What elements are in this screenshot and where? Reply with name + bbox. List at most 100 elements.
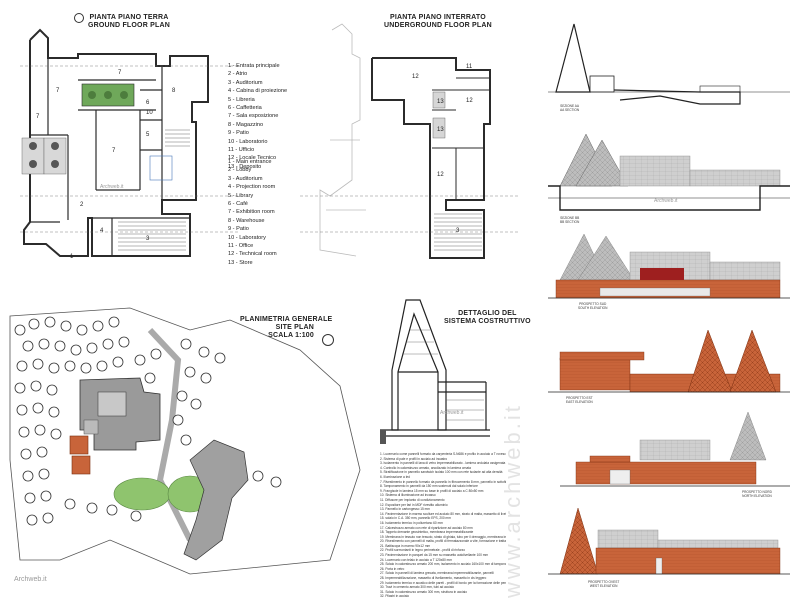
- ground-floor-title-en: GROUND FLOOR PLAN: [88, 22, 170, 29]
- legend-it-10: 10 - Laboratorio: [228, 138, 268, 145]
- legend-it-7: 7 - Sala esposizione: [228, 113, 279, 120]
- legend-en-9: 9 - Patio: [228, 226, 249, 233]
- note-16: 16. Isolamento termico in poliuretano 60…: [380, 520, 443, 525]
- section-bb: [548, 133, 790, 211]
- gf-room-7d: 7: [36, 114, 40, 120]
- legend-it-3: 3 - Auditorium: [228, 79, 263, 86]
- legend-it-8: 8 - Magazzino: [228, 121, 264, 128]
- ground-floor-plan: 7 7 7 8 6 5 10 7 2 4 3 1: [20, 28, 240, 260]
- note-1: 1. Lucernario come pannelli formato da c…: [380, 452, 506, 456]
- legend-en-6: 6 - Café: [228, 200, 248, 207]
- east-elevation: [548, 329, 790, 393]
- gf-room-7a: 7: [56, 88, 60, 94]
- south-elevation: [548, 233, 790, 299]
- detail-title-2: SISTEMA COSTRUTTIVO: [444, 318, 531, 325]
- site-plan-title-1: PLANIMETRIA GENERALE: [240, 316, 333, 323]
- gf-room-10: 10: [146, 110, 153, 116]
- ug-room-12c: 12: [437, 172, 444, 178]
- west-elevation: [548, 507, 790, 575]
- note-5: 5. Stratificazione in pannello sandwich …: [380, 470, 503, 475]
- note-9: 9. Frangisole in lamiera 15 mm su base i…: [380, 488, 484, 493]
- note-26: 26. Porta in vetro: [380, 566, 405, 571]
- note-8: 8. Tamponamento in pannelli da 150 mm so…: [380, 484, 478, 489]
- legend-en-4: 4 - Projection room: [228, 184, 276, 191]
- site-plan-title-2: SITE PLAN: [275, 324, 314, 331]
- note-25: 25. Solaio in calcestruzzo armato 200 mm…: [380, 562, 506, 567]
- legend-en-7: 7 - Exhibition room: [228, 209, 275, 216]
- note-12: 12. Espositore per fari in MDF rivestito…: [380, 502, 448, 507]
- gf-room-6: 6: [146, 100, 150, 106]
- note-20: 20. Rivestimento con pannelli di malta, …: [380, 539, 506, 544]
- section-aa: [548, 23, 790, 105]
- note-21: 21. Battiscopa in marmo 90x12 mm: [380, 543, 431, 548]
- site-plan: [9, 307, 361, 575]
- construction-detail: [380, 299, 490, 444]
- gf-room-4: 4: [100, 228, 104, 234]
- legend-en-1: 1 - Main entrance: [228, 159, 272, 165]
- note-19: 19. Membrana in tessuto non tessuto, str…: [380, 534, 506, 539]
- gf-room-8: 8: [172, 88, 176, 94]
- legend-it-12: 12 - Locale Tecnico: [228, 155, 277, 162]
- gf-room-1: 1: [70, 254, 74, 260]
- north-arrow-icon: [74, 13, 84, 23]
- underground-title-en: UNDERGROUND FLOOR PLAN: [384, 22, 492, 29]
- underground-title: PIANTA PIANO INTERRATO UNDERGROUND FLOOR…: [384, 14, 492, 30]
- site-plan-title-3: SCALA 1:100: [268, 332, 314, 339]
- note-23: 23. Pavimentazione in parquet da 15 mm s…: [380, 553, 489, 558]
- underground-title-it: PIANTA PIANO INTERRATO: [389, 14, 486, 21]
- ug-room-11: 11: [466, 64, 473, 70]
- legend-it-6: 6 - Caffetteria: [228, 104, 262, 111]
- legend-it-1: 1 - Entrata principale: [228, 63, 280, 69]
- legend-it-11: 11 - Ufficio: [228, 146, 255, 153]
- site-cone-1: [69, 435, 89, 455]
- detail-title-1: DETTAGLIO DEL: [458, 310, 517, 317]
- gf-room-2: 2: [80, 202, 84, 208]
- note-27: 27. Solaio in pannelli di lamiera grecat…: [380, 571, 494, 576]
- gf-watermark: Archweb.it: [100, 184, 124, 190]
- note-31: 31. Solaio in calcestruzzo armato 300 mm…: [380, 589, 467, 594]
- note-6: 6. Illuminazione a led: [380, 474, 410, 479]
- underground-floor-plan: 11 12 13 12 13 12 3: [300, 23, 520, 259]
- ug-room-13b: 13: [437, 127, 444, 133]
- legend-en-11: 11 - Office: [228, 242, 254, 249]
- note-15: 15. solaio in C.A. 350 mm, pannello EPS,…: [380, 516, 451, 521]
- note-32: 32. Pilastri in acciaio: [380, 594, 410, 599]
- gf-room-5: 5: [146, 132, 150, 138]
- detail-notes-list: 1. Lucernario come pannelli formato da c…: [380, 452, 506, 599]
- legend-en-13: 13 - Store: [228, 259, 253, 266]
- note-17: 17. Calcestruzzo armato con rete di ripa…: [380, 525, 473, 530]
- note-13: 13. Pannello in cartongesso 15 mm: [380, 507, 430, 512]
- ground-floor-title: PIANTA PIANO TERRA GROUND FLOOR PLAN: [88, 14, 170, 30]
- gf-room-3: 3: [146, 236, 150, 242]
- legend-italian: 1 - Entrata principale 2 - Atrio 3 - Aud…: [228, 62, 287, 171]
- site-plan-title: PLANIMETRIA GENERALE SITE PLAN SCALA 1:1…: [240, 316, 333, 340]
- legend-en-8: 8 - Warehouse: [228, 217, 265, 224]
- ug-room-12b: 12: [466, 98, 473, 104]
- note-7: 7. Rivestimento in pannello formato da p…: [380, 479, 506, 484]
- legend-en-5: 5 - Library: [228, 192, 254, 199]
- note-22: 22. Profili sormontanti in legno perimet…: [380, 548, 466, 553]
- note-11: 11. Diffusore per impianto di condiziona…: [380, 497, 445, 502]
- gf-room-7c: 7: [112, 148, 116, 154]
- note-4: 4. Controllo in calcestruzzo armato, ano…: [380, 465, 471, 470]
- note-30: 30. Travi in cemento armato 300 mm, tubi…: [380, 585, 455, 590]
- legend-en-3: 3 - Auditorium: [228, 175, 263, 182]
- detail-watermark: Archweb.it: [440, 410, 464, 416]
- note-10: 10. Sistema di illuminazione ad incasso: [380, 493, 436, 498]
- legend-en-10: 10 - Laboratory: [228, 234, 266, 241]
- ug-room-3: 3: [456, 228, 460, 234]
- detail-title: DETTAGLIO DEL SISTEMA COSTRUTTIVO: [444, 310, 531, 326]
- legend-it-2: 2 - Atrio: [228, 71, 248, 78]
- ug-room-13a: 13: [437, 99, 444, 105]
- legend-it-9: 9 - Patio: [228, 130, 249, 137]
- legend-it-4: 4 - Cabina di proiezione: [228, 88, 288, 95]
- note-24: 24. Lucernario con telaio in acciaio a T…: [380, 557, 452, 562]
